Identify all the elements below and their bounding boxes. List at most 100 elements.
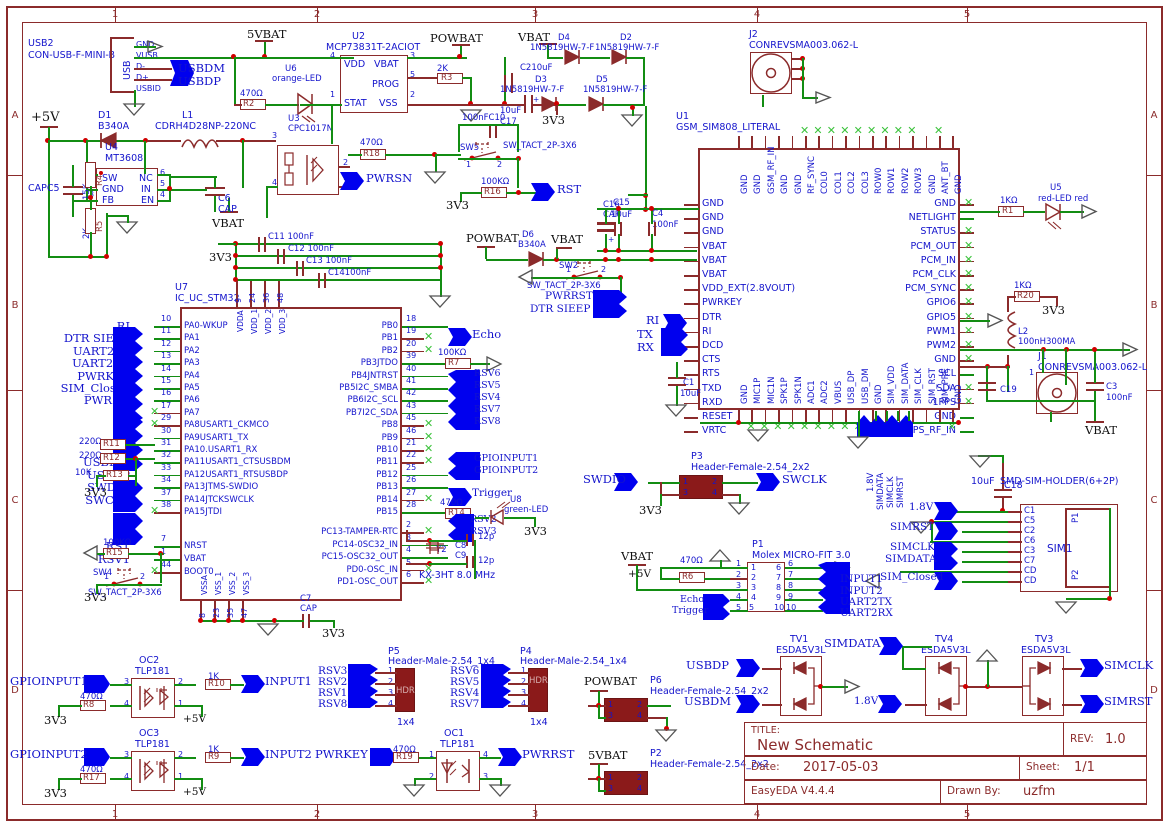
ground-u1-bottom [746,429,770,442]
u7-bot-vss2: VSS_2 [228,571,237,595]
u7-right-pin-pd1-osc-out: PD1-OSC_OUT [337,577,398,587]
nc-marker: ✕ [773,420,783,433]
u7-right-wire-21 [402,450,424,452]
title-block-rev-cell [1063,722,1147,756]
nc-marker: ✕ [840,420,850,433]
nc-marker: ✕ [867,124,877,137]
flag-bus-stm-swd[interactable] [113,480,145,512]
flag-p1-right-bus[interactable] [818,562,850,614]
flag-tx-rx[interactable] [661,328,689,356]
p4-body[interactable] [528,668,548,712]
p6-body[interactable] [604,698,648,722]
sim1-pin-cd1: CD [1024,566,1037,576]
u1-left-pin-dtr: DTR [702,311,722,323]
flag-bus-gpioinput[interactable] [448,452,480,480]
u1-bot-pin-sim-clk: SIM_CLK [914,368,925,404]
label-3v3-r13: 3V3 [84,485,107,499]
flag-18v-sim[interactable] [934,502,960,520]
flag-simrst-tv3[interactable] [1080,695,1106,713]
flag-ri[interactable] [663,314,689,332]
flag-p5-bus[interactable] [348,664,380,708]
oc3-body [131,751,175,791]
zone-row-d-left: D [11,685,19,696]
rev-value: 1.0 [1105,732,1126,747]
nc-marker: ✕ [964,309,974,323]
sim1-pin-c3: C3 [1024,546,1036,556]
flag-bus-stm-rst[interactable] [113,513,145,545]
u7-left-pin-boot0: BOOT0 [184,567,214,578]
sw5-ref: SW5 [460,143,480,153]
u1-left-pin-rts: RTS [702,368,720,380]
u7-left-wire-31 [154,450,180,452]
u1-top-wire-5 [805,136,807,148]
u4-ref: U4 [105,142,118,153]
p2-body[interactable] [604,771,648,795]
nc-marker: ✕ [424,454,434,468]
flag-bus-stm-left1[interactable] [113,327,145,423]
flag-pwrrst-dtr[interactable] [593,290,629,318]
u7-right-wire-42 [402,400,448,402]
flag-echo[interactable] [448,328,474,346]
flag-pwrsn[interactable] [340,172,366,190]
flag-sim-bus[interactable] [857,415,913,437]
flag-pwrrst-oc1[interactable] [498,748,524,766]
flag-swdio-p3[interactable] [614,473,640,491]
u1-top-pin-rf-sync: RF_SYNC [807,156,817,194]
usb2-pin-gnd: GND [136,40,155,49]
u1-left-wire-1 [684,218,698,220]
u1-bot-pin-sim-vdd: SIM_VDD [887,365,898,404]
p5-body[interactable] [395,668,415,712]
flag-bus-rsv-right[interactable] [448,370,480,430]
flag-simrst-sim[interactable] [934,522,960,540]
flag-simclk-tv3[interactable] [1080,659,1106,677]
u1-right-wire-4 [960,260,974,263]
flag-rst-top[interactable] [531,183,557,201]
flag-swclk-p3[interactable] [756,473,782,491]
flag-gpioinput1[interactable] [84,675,110,693]
flag-trigger[interactable] [448,488,474,506]
flag-usbdm-tv1[interactable] [736,695,762,713]
nc-marker: ✕ [800,420,810,433]
u1-ref: U1 [676,111,689,122]
p1-body[interactable] [747,562,785,612]
flag-usbdp-tv1[interactable] [736,659,762,677]
u1-top-pin-gnd: GND [753,174,764,195]
flag-simclk-simdata[interactable] [934,542,960,570]
u1-right-pin-gpio5: GPIO5 [926,311,956,323]
c7-value: CAP [300,604,317,614]
j1-body [1036,372,1078,414]
zone-row-d-right: D [1150,685,1158,696]
u7-left-pin-pa10-usart1-rx: PA10.USART1_RX [184,445,258,455]
flag-simdata-tv4[interactable] [879,637,905,655]
u7-top-num-24: 24 [248,292,257,303]
net-rsv3: RSV3 [470,526,497,537]
ground-sim1-c5 [909,521,933,534]
flag-input1-oc2[interactable] [241,675,267,693]
r9-value: 1K [208,745,219,755]
label-3v3-c11: 3V3 [209,250,232,264]
net-input2-p1: INPUT2 [840,585,883,597]
ground-r3 [459,109,483,122]
flag-sim-closed[interactable] [934,572,960,590]
net-simclk-sim: SIMCLK [890,541,935,553]
u7-right-wire-28 [402,512,448,514]
nc-marker: ✕ [800,124,810,137]
p3-body[interactable] [679,475,723,499]
c18-ref: C18 [1004,480,1023,491]
u7-left-wire-29 [154,425,180,427]
flag-input2-oc3[interactable] [241,748,267,766]
flag-p4-bus[interactable] [481,664,513,708]
flag-pwrkey-oc1[interactable] [370,748,396,766]
u1-right-wire-16 [960,431,974,433]
flag-p1-echo-trigger[interactable] [703,594,731,620]
r19-ref: R19 [396,752,413,762]
u1-right-wire-12 [960,374,974,376]
u3-body [277,145,339,195]
flag-gpioinput2[interactable] [84,748,110,766]
nc-marker: ✕ [964,196,974,209]
u1-bot-pin-spk1p: SPK1P [780,377,791,404]
flag-usbdm-usbdp[interactable] [170,60,196,86]
flag-18v-tv4[interactable] [878,695,904,713]
label-vbat-p1: VBAT [621,549,654,563]
u7-right-num-43: 43 [406,400,417,410]
